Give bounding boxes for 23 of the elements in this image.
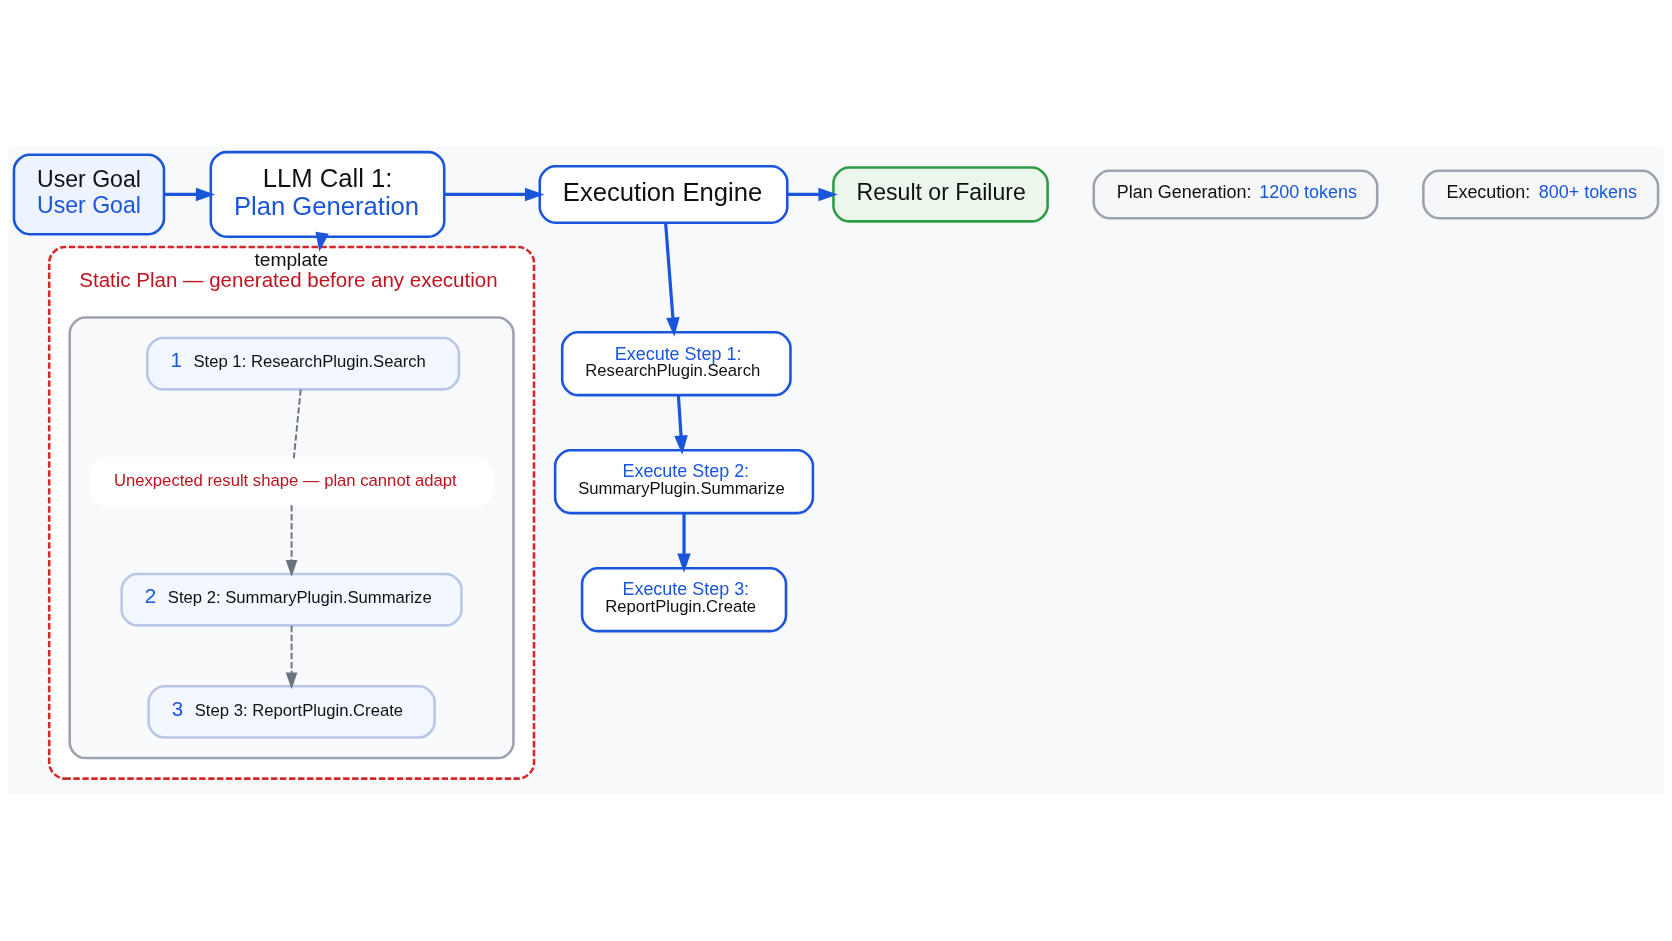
arrow (285, 504, 298, 577)
node-box: Execute Step 1: ResearchPlugin.Search (560, 331, 792, 397)
arrow (164, 187, 216, 202)
node-box: 1 Step 1: ResearchPlugin.Search (146, 336, 461, 391)
arrow (677, 513, 691, 573)
connector (292, 388, 302, 460)
arrow (674, 395, 688, 455)
arrow (315, 231, 329, 252)
node-box: Execute Step 2: SummaryPlugin.Summarize (553, 449, 815, 515)
node-box: Result or Failure (832, 166, 1049, 223)
node-box: Execution Engine (538, 164, 789, 224)
node-box: Execution: 800+ tokens (1422, 169, 1660, 220)
node-box: 2 Step 2: SummaryPlugin.Summarize (120, 572, 463, 627)
arrow (664, 222, 680, 337)
node-box: Unexpected result shape — plan cannot adapt (89, 457, 494, 507)
node-box: 3 Step 3: ReportPlugin.Create (147, 685, 436, 739)
node-box: User Goal User Goal (12, 153, 166, 236)
arrow (787, 187, 838, 202)
arrow (444, 187, 545, 202)
cluster (68, 316, 515, 760)
arrow (285, 624, 298, 690)
node-box: Plan Generation: 1200 tokens (1092, 169, 1379, 220)
node-box: Execute Step 3: ReportPlugin.Create (580, 567, 788, 633)
